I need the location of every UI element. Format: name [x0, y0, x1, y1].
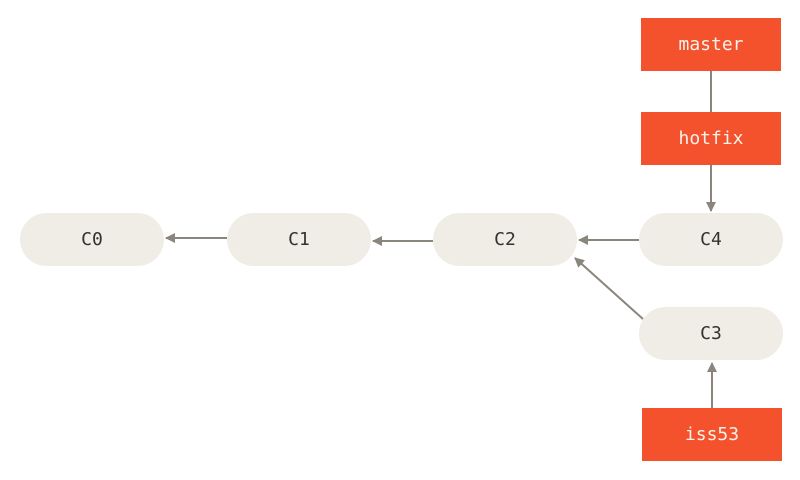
branch-hotfix: hotfix — [641, 112, 781, 165]
commit-c1: C1 — [227, 213, 371, 266]
commit-c3: C3 — [639, 307, 783, 360]
commit-c4: C4 — [639, 213, 783, 266]
commit-c2: C2 — [433, 213, 577, 266]
commit-c0: C0 — [20, 213, 164, 266]
branch-master: master — [641, 18, 781, 71]
edge-c3-c2 — [574, 257, 644, 320]
branch-iss53: iss53 — [642, 408, 782, 461]
